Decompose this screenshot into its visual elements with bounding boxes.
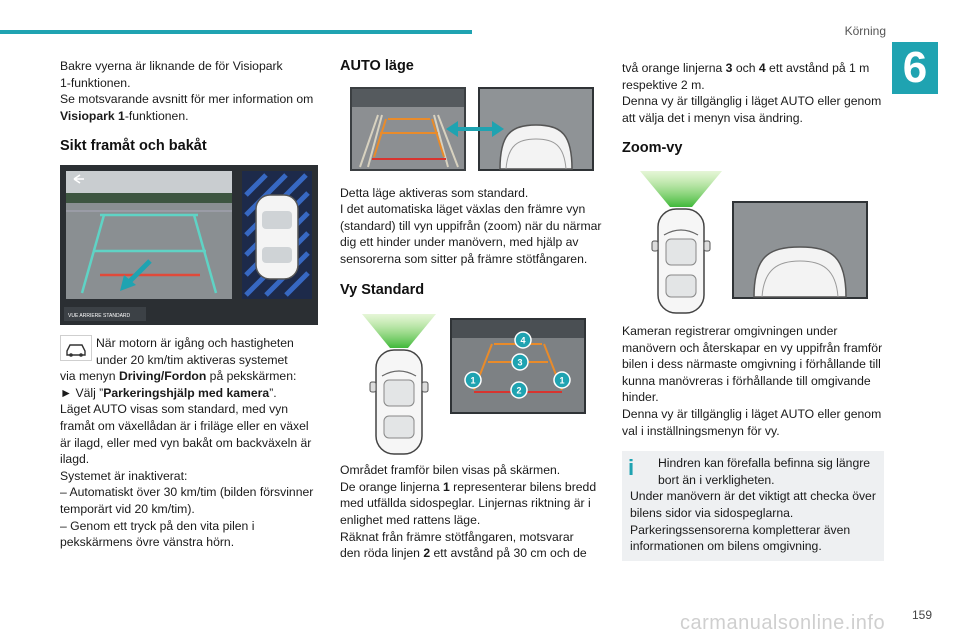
text-line: respektive 2 m. (622, 77, 705, 92)
text-line: Under manövern är det viktigt att checka… (630, 489, 876, 504)
text-line: Läget AUTO visas som standard, med vyn (60, 402, 289, 417)
heading-zoom: Zoom-vy (622, 140, 683, 157)
text-line: kunna manövreras i förhållande till omgi… (622, 373, 871, 388)
marker-1-left: 1 (470, 376, 475, 386)
text-line: bilens sidor via sidospeglarna. (630, 505, 794, 520)
marker-2: 2 (516, 386, 521, 396)
column-left: Bakre vyerna är liknande de för Visiopar… (60, 58, 325, 551)
section-title: Körning (844, 24, 886, 38)
heading-auto: AUTO läge (340, 58, 414, 74)
text-line: Visiopark 1-funktionen. (60, 108, 189, 123)
text-line: bort än i verkligheten. (658, 472, 775, 487)
text-line: dig ett hinder under manövern, med hjälp… (340, 235, 579, 250)
text-line: Området framför bilen visas på skärmen. (340, 463, 561, 478)
screen-mode-label: VUE ARRIERE STANDARD (68, 313, 131, 319)
text-line: hinder. (622, 390, 659, 405)
standard-view-image: 4 3 1 1 2 (340, 308, 595, 458)
heading-standard: Vy Standard (340, 281, 425, 298)
auto-mode-image (350, 85, 605, 175)
info-box: i Hindren kan förefalla befinna sig läng… (622, 451, 884, 561)
text-line: – Automatiskt över 30 km/tim (bilden för… (60, 485, 314, 500)
text-line: enlighet med rattens läge. (340, 512, 481, 527)
chapter-badge: 6 (892, 42, 938, 94)
text-line: Hindren kan förefalla befinna sig längre (658, 456, 871, 471)
zoom-view-image (622, 167, 877, 317)
note-block: När motorn är igång och hastigheten unde… (60, 334, 325, 368)
text-line: När motorn är igång och hastigheten (96, 335, 294, 350)
text-line: sensorerna som sitter på främre stötfång… (340, 251, 588, 266)
text-line: pekskärmens övre vänstra hörn. (60, 535, 235, 550)
text-line: manövern och återskapar en vy uppifrån f… (622, 340, 883, 355)
text-line: att välja det i menyn visa ändring. (622, 110, 803, 125)
text-line: – Genom ett tryck på den vita pilen i (60, 518, 255, 533)
info-icon: i (628, 455, 635, 481)
text-line: den röda linjen 2 ett avstånd på 30 cm o… (340, 546, 587, 561)
text-line: (standard) till vyn uppifrån (zoom) när … (340, 218, 602, 233)
text-line: val i inställningsmenyn för vy. (622, 423, 780, 438)
text-line: Detta läge aktiveras som standard. (340, 185, 529, 200)
car-icon (60, 334, 92, 361)
text-line: via menyn Driving/Fordon på pekskärmen: (60, 369, 297, 384)
text-line: Se motsvarande avsnitt för mer informati… (60, 92, 314, 107)
text-line: De orange linjerna 1 representerar bilen… (340, 479, 597, 494)
text-line: framåt om växellådan är i friläge eller … (60, 418, 309, 433)
marker-3: 3 (517, 358, 522, 368)
text-line: ► Välj ”Parkeringshjälp med kamera”. (60, 385, 277, 400)
camera-screen-image: VUE ARRIERE STANDARD (60, 164, 318, 325)
text-line: Bakre vyerna är liknande de för Visiopar… (60, 59, 283, 73)
column-right: två orange linjerna 3 och 4 ett avstånd … (622, 60, 887, 561)
column-middle: AUTO läge Detta läge aktiveras som stand… (340, 58, 605, 562)
text-line: 1-funktionen. (60, 75, 131, 90)
text-line: bilen i dess närmaste omgivning i förhål… (622, 357, 881, 372)
text-line: är ilagd, eller med vyn bakåt om backväx… (60, 435, 312, 450)
text-line: med utfällda sidospeglar. Linjernas rikt… (340, 496, 591, 511)
text-line: Parkeringssensorerna kompletterar även (630, 522, 851, 537)
text-line: I det automatiska läget växlas den främr… (340, 202, 586, 217)
text-line: temporärt vid 20 km/tim). (60, 501, 195, 516)
text-line: två orange linjerna 3 och 4 ett avstånd … (622, 61, 870, 75)
marker-4: 4 (520, 336, 525, 346)
page-number: 159 (911, 608, 932, 622)
text-line: Kameran registrerar omgivningen under (622, 323, 838, 338)
marker-1-right: 1 (559, 376, 564, 386)
text-line: ilagd. (60, 452, 90, 467)
heading-front-rear: Sikt framåt och bakåt (60, 138, 207, 155)
header-bar (0, 30, 472, 34)
text-line: informationen om bilens omgivning. (630, 539, 822, 554)
text-line: Systemet är inaktiverat: (60, 468, 188, 483)
text-line: Räknat från främre stötfångaren, motsvar… (340, 529, 574, 544)
text-line: Denna vy är tillgänglig i läget AUTO ell… (622, 406, 882, 421)
watermark: carmanualsonline.info (680, 612, 886, 634)
text-line: Denna vy är tillgänglig i läget AUTO ell… (622, 94, 882, 109)
text-line: under 20 km/tim aktiveras systemet (96, 352, 288, 367)
